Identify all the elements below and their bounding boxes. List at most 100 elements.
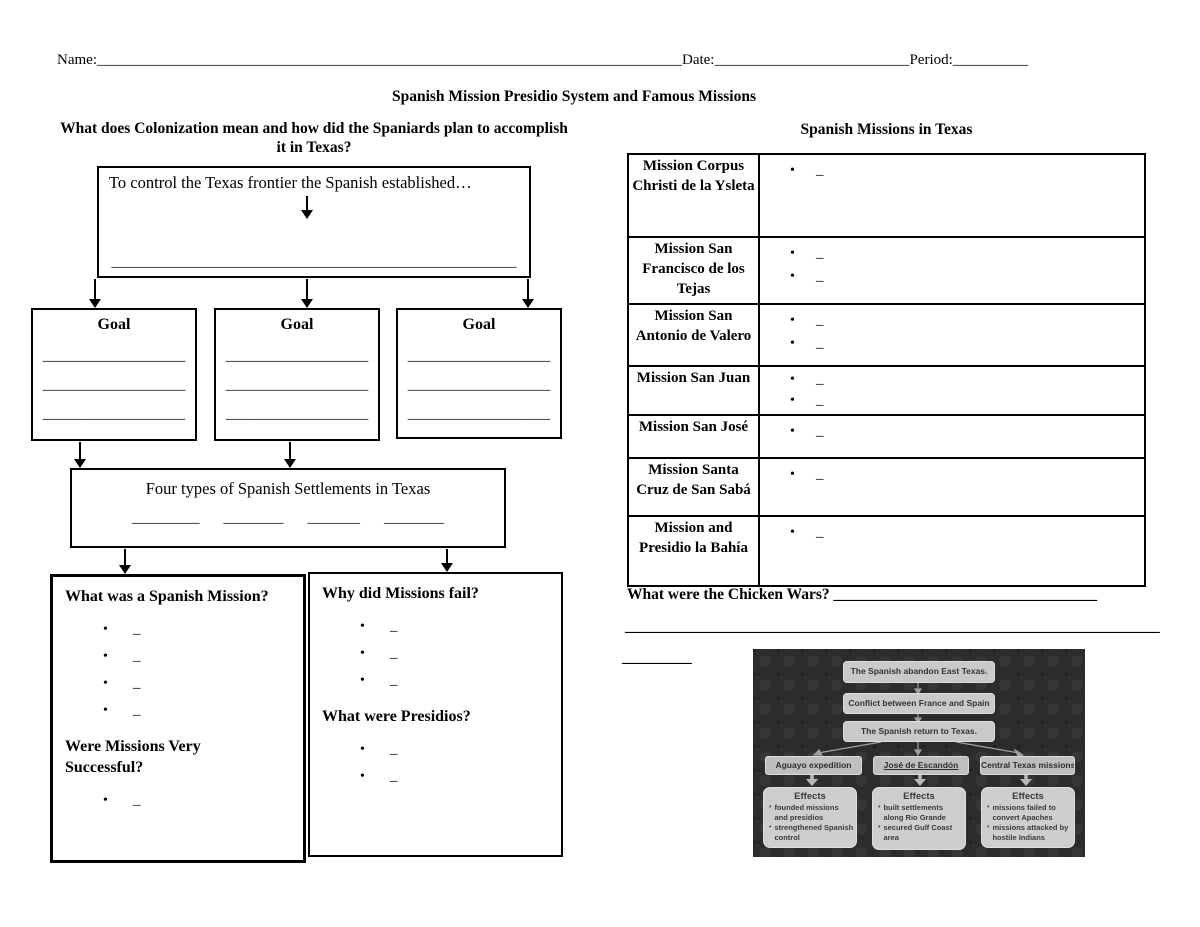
four-types-blanks: ________________________________ [72, 510, 504, 527]
effect-item: built settlements along Rio Grande [873, 802, 965, 822]
table-row: Mission San Francisco de los Tejas _ _ [629, 238, 1144, 305]
goal-box-2: Goal ___________________ _______________… [214, 308, 380, 441]
bullet-list: _ [103, 787, 291, 814]
chicken-wars-blank-line: ________________________________________… [625, 618, 1160, 635]
missions-fail-question-box: Why did Missions fail? _ _ _ What were P… [308, 572, 563, 857]
table-row: Mission Santa Cruz de San Sabá _ [629, 459, 1144, 517]
chicken-wars-blank: __________________________________ [833, 586, 1098, 603]
mission-name: Mission San José [629, 416, 760, 457]
flowchart-connectors [806, 682, 1032, 786]
mission-name: Mission and Presidio la Bahía [629, 517, 760, 585]
table-row: Mission Corpus Christi de la Ysleta _ [629, 155, 1144, 238]
period-label: Period: [909, 52, 953, 68]
blank-line: ___________________ [407, 377, 551, 393]
bullet-item: _ [790, 463, 1144, 486]
mission-name: Mission Corpus Christi de la Ysleta [629, 155, 760, 236]
blank-line: ___________________ [42, 406, 186, 422]
bullet-item: _ [103, 616, 291, 643]
question-heading: What was a Spanish Mission? [65, 588, 269, 605]
blank-line: ___________________ [225, 348, 369, 364]
flow-step: The Spanish abandon East Texas. [843, 661, 995, 683]
mission-name: Mission Santa Cruz de San Sabá [629, 459, 760, 515]
flow-step: The Spanish return to Texas. [843, 721, 995, 742]
intro-box: To control the Texas frontier the Spanis… [97, 166, 531, 278]
blank-segment: _______ [307, 510, 361, 526]
mission-notes: _ _ [760, 367, 1144, 414]
down-arrow-icon [119, 549, 131, 574]
down-arrow-icon [441, 549, 453, 572]
bullet-item: _ [790, 309, 1144, 332]
bullet-item: _ [790, 521, 1144, 544]
table-row: Mission San José _ [629, 416, 1144, 459]
mission-notes: _ [760, 517, 1144, 585]
effect-item: strengthened Spanish control [764, 822, 856, 842]
colonization-heading: What does Colonization mean and how did … [60, 120, 568, 156]
blank-segment: _________ [132, 510, 200, 526]
question-heading: What were Presidios? [322, 708, 471, 725]
bullet-item: _ [360, 736, 549, 763]
intro-text: To control the Texas frontier the Spanis… [109, 173, 472, 192]
blank-line: ___________________ [225, 406, 369, 422]
effects-title: Effects [903, 791, 935, 802]
effect-item: secured Gulf Coast area [873, 822, 965, 842]
branch-header: José de Escandón [873, 756, 969, 775]
bullet-item: _ [360, 640, 549, 667]
table-row: Mission San Juan _ _ [629, 367, 1144, 416]
table-row: Mission San Antonio de Valero _ _ [629, 305, 1144, 367]
down-arrow-icon [522, 279, 534, 308]
flow-step: Conflict between France and Spain [843, 693, 995, 714]
branch-header: Aguayo expedition [765, 756, 862, 775]
question-heading: Were Missions Very Successful? [65, 738, 201, 776]
bullet-list: _ _ [360, 736, 549, 790]
bullet-item: _ [790, 159, 1144, 182]
bullet-list: _ _ _ _ [103, 616, 291, 724]
effect-item: founded missions and presidios [764, 802, 856, 822]
effects-box: Effects built settlements along Rio Gran… [872, 787, 966, 850]
goal-title: Goal [462, 316, 496, 333]
blank-segment: ________ [223, 510, 284, 526]
mission-name: Mission San Francisco de los Tejas [629, 238, 760, 303]
date-blank: __________________________ [714, 52, 910, 68]
chicken-wars-label: What were the Chicken Wars? [627, 586, 830, 603]
mission-notes: _ [760, 155, 1144, 236]
chicken-wars-question: What were the Chicken Wars? ____________… [627, 586, 1097, 604]
four-types-box: Four types of Spanish Settlements in Tex… [70, 468, 506, 548]
chicken-wars-blank-line: _________ [622, 649, 692, 666]
goal-title: Goal [280, 316, 314, 333]
blank-line: ___________________ [42, 348, 186, 364]
blank-line: ___________________ [407, 348, 551, 364]
history-flowchart-figure: The Spanish abandon East Texas. Conflict… [753, 649, 1085, 857]
bullet-item: _ [360, 667, 549, 694]
bullet-item: _ [790, 420, 1144, 443]
down-arrow-icon [301, 196, 313, 219]
effects-title: Effects [794, 791, 826, 802]
page-title: Spanish Mission Presidio System and Famo… [391, 88, 757, 105]
mission-notes: _ [760, 416, 1144, 457]
bullet-item: _ [360, 613, 549, 640]
bullet-list: _ _ _ [360, 613, 549, 694]
goal-box-3: Goal ___________________ _______________… [396, 308, 562, 439]
goal-box-1: Goal ___________________ _______________… [31, 308, 197, 441]
blank-line: ___________________ [407, 406, 551, 422]
question-heading: Why did Missions fail? [322, 585, 479, 602]
mission-name: Mission San Juan [629, 367, 760, 414]
four-types-text: Four types of Spanish Settlements in Tex… [145, 479, 431, 498]
spanish-mission-question-box: What was a Spanish Mission? _ _ _ _ Were… [50, 574, 306, 863]
bullet-item: _ [790, 265, 1144, 288]
missions-table-title: Spanish Missions in Texas [800, 121, 973, 138]
bullet-item: _ [790, 332, 1144, 355]
date-label: Date: [681, 52, 715, 68]
intro-blank: ________________________________________… [111, 254, 517, 270]
blank-line: ___________________ [42, 377, 186, 393]
down-arrow-icon [284, 442, 296, 468]
mission-notes: _ _ [760, 305, 1144, 365]
bullet-item: _ [360, 763, 549, 790]
branch-header: Central Texas missions [980, 756, 1075, 775]
mission-notes: _ [760, 459, 1144, 515]
missions-table: Mission Corpus Christi de la Ysleta _ Mi… [627, 153, 1146, 587]
name-label: Name: [57, 52, 97, 68]
mission-name: Mission San Antonio de Valero [629, 305, 760, 365]
effects-title: Effects [1012, 791, 1044, 802]
bullet-item: _ [790, 242, 1144, 265]
